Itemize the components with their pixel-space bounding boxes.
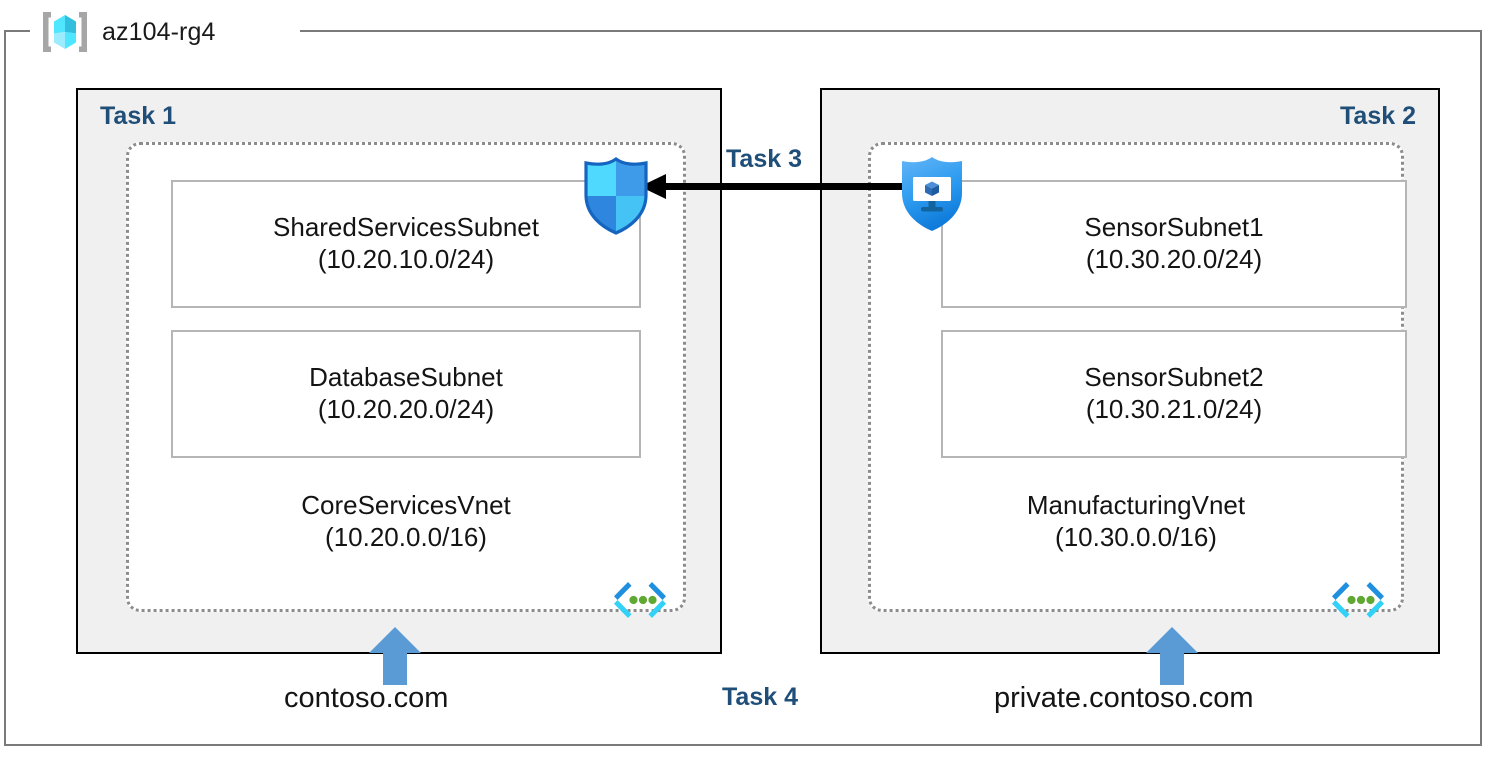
subnet-cidr: (10.20.10.0/24) [317, 244, 495, 274]
task2-label: Task 2 [1340, 102, 1416, 130]
vnet-cidr: (10.20.0.0/16) [325, 521, 487, 552]
subnet-name: SensorSubnet1 [1084, 212, 1264, 243]
subnet-name: SensorSubnet2 [1084, 362, 1264, 393]
vnet-peering-arrow [640, 172, 906, 204]
task3-label: Task 3 [722, 145, 806, 174]
resource-group-frame [4, 30, 1482, 746]
vnet-name: CoreServicesVnet [301, 490, 511, 520]
vnet-caption: ManufacturingVnet (10.30.0.0/16) [871, 490, 1401, 553]
subnet-shared-services: SharedServicesSubnet (10.20.10.0/24) [171, 180, 641, 308]
dns-zone-label-private-contoso: private.contoso.com [994, 682, 1254, 714]
virtual-network-icon [1325, 579, 1391, 625]
resource-group-name: az104-rg4 [102, 17, 216, 46]
subnet-cidr: (10.30.20.0/24) [1085, 244, 1263, 274]
bastion-shield-monitor-icon [894, 153, 970, 233]
vnet-name: ManufacturingVnet [1026, 490, 1246, 520]
vnet-caption: CoreServicesVnet (10.20.0.0/16) [129, 490, 683, 553]
task1-label: Task 1 [100, 102, 176, 130]
subnet-cidr: (10.30.21.0/24) [1085, 394, 1263, 424]
subnet-database: DatabaseSubnet (10.20.20.0/24) [171, 330, 641, 458]
core-services-vnet: SharedServicesSubnet (10.20.10.0/24) Dat… [126, 142, 686, 618]
dns-link-arrow-right [1146, 627, 1198, 685]
subnet-cidr: (10.20.20.0/24) [317, 394, 495, 424]
subnet-sensor-2: SensorSubnet2 (10.30.21.0/24) [941, 330, 1407, 458]
task4-label: Task 4 [722, 683, 798, 711]
resource-group-cube-icon [38, 8, 92, 56]
task1-panel: Task 1 SharedServicesSubnet (10.20.10.0/… [76, 88, 722, 654]
vnet-cidr: (10.30.0.0/16) [1055, 521, 1217, 552]
virtual-network-icon [607, 579, 673, 625]
dns-zone-label-contoso: contoso.com [284, 682, 449, 714]
network-security-group-shield-icon [578, 155, 654, 235]
dns-link-arrow-left [369, 627, 421, 685]
subnet-name: DatabaseSubnet [309, 362, 503, 393]
manufacturing-vnet: SensorSubnet1 (10.30.20.0/24) SensorSubn… [868, 142, 1407, 618]
subnet-name: SharedServicesSubnet [273, 212, 539, 243]
task2-panel: Task 2 SensorSubnet1 (10.30.20.0/24) Sen… [820, 88, 1440, 654]
resource-group-title: az104-rg4 [38, 8, 215, 56]
subnet-sensor-1: SensorSubnet1 (10.30.20.0/24) [941, 180, 1407, 308]
